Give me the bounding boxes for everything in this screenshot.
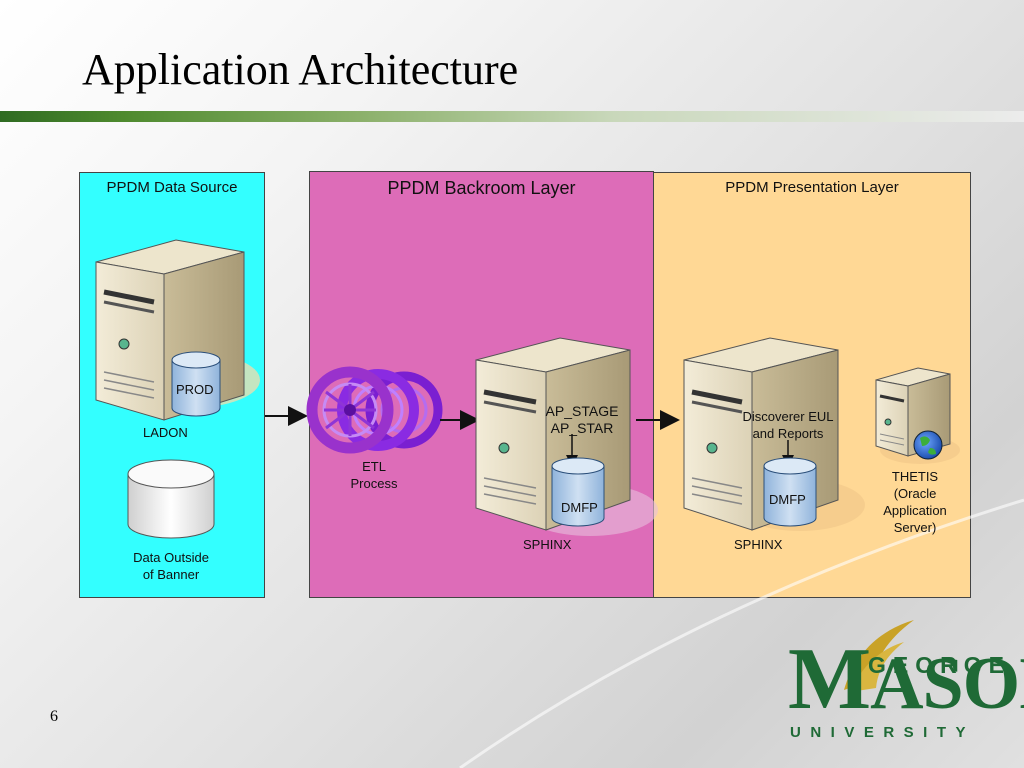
logo-george-text: GEORGE [868,652,1011,678]
logo-university-text: UNIVERSITY [790,724,976,741]
slide-title: Application Architecture [82,45,519,94]
label-etl-process: ETL Process [350,459,398,491]
db-label-dmfp-presentation: DMFP [769,492,806,507]
db-label-prod: PROD [176,382,214,397]
label-ap-stage-star: AP_STAGE AP_STAR [545,403,619,436]
logo-mason-text: MASON [788,631,1024,728]
server-label-ladon: LADON [143,425,188,440]
panel-data-source: PPDM Data Source [79,172,265,598]
db-label-dmfp-backroom: DMFP [561,500,598,515]
label-thetis: THETIS (Oracle Application Server) [883,469,947,535]
title-underline-bar [0,111,1024,122]
label-data-outside: Data Outside of Banner [133,550,209,582]
label-discoverer-eul: Discoverer EUL and Reports [742,409,834,441]
server-label-sphinx-backroom: SPHINX [523,537,572,552]
panel-backroom-layer: PPDM Backroom Layer [309,171,654,598]
panel-backroom-title: PPDM Backroom Layer [387,178,576,198]
panel-data-source-title: PPDM Data Source [106,179,238,196]
panel-presentation-title: PPDM Presentation Layer [725,179,899,196]
server-label-sphinx-presentation: SPHINX [734,537,783,552]
gmu-logo-flame-icon [844,620,914,692]
page-number: 6 [50,708,58,725]
